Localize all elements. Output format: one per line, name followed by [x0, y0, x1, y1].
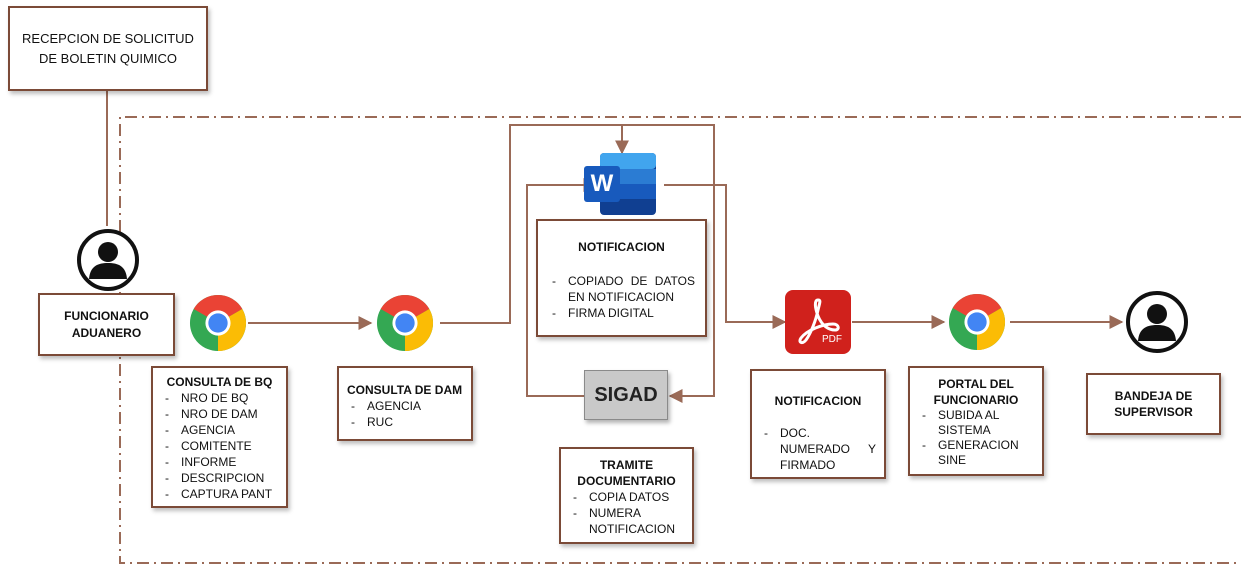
list-item: CAPTURA PANT: [161, 486, 278, 502]
list-item: COPIA DATOS: [569, 489, 684, 505]
notificacion-pdf-title: NOTIFICACION: [774, 394, 862, 408]
chrome-icon: [948, 293, 1006, 351]
arrow-dam-to-word: [440, 124, 629, 324]
list-item: DOC. NUMERADO Y FIRMADO: [760, 425, 876, 473]
user-icon: [77, 229, 139, 291]
notificacion-word-box: NOTIFICACION COPIADO DE DATOS EN NOTIFIC…: [536, 219, 707, 337]
request-line1: RECEPCION DE SOLICITUD: [22, 30, 194, 46]
bandeja-line1: BANDEJA DE: [1114, 389, 1193, 403]
list-item: DESCRIPCION: [161, 470, 278, 486]
tramite-title-line1: TRAMITE: [599, 458, 654, 472]
notificacion-word-title: NOTIFICACION: [578, 240, 665, 254]
word-icon: [584, 153, 656, 215]
notificacion-pdf-box: NOTIFICACION DOC. NUMERADO Y FIRMADO: [750, 369, 886, 479]
request-line2: DE BOLETIN QUIMICO: [39, 50, 177, 66]
list-item: AGENCIA: [161, 422, 278, 438]
sigad-box: SIGAD: [584, 370, 668, 420]
bandeja-box: BANDEJA DE SUPERVISOR: [1086, 373, 1221, 435]
request-box: RECEPCION DE SOLICITUD DE BOLETIN QUIMIC…: [8, 6, 208, 91]
consulta-dam-title: CONSULTA DE DAM: [347, 383, 463, 397]
word-letter: W: [590, 170, 614, 197]
arrow-word-to-pdf: [664, 184, 787, 329]
arrow-sigad-to-word: [526, 178, 598, 397]
list-item: SUBIDA AL SISTEMA: [918, 408, 1034, 438]
chrome-icon: [189, 294, 247, 352]
consulta-dam-box: CONSULTA DE DAM AGENCIA RUC: [337, 366, 473, 441]
list-item: NRO DE DAM: [161, 406, 278, 422]
pdf-label: PDF: [822, 334, 842, 345]
portal-title-line1: PORTAL DEL: [938, 377, 1014, 391]
bandeja-line2: SUPERVISOR: [1114, 405, 1193, 419]
officer-line2: ADUANERO: [71, 325, 142, 340]
list-item: GENERACION SINE: [918, 438, 1034, 468]
tramite-box: TRAMITE DOCUMENTARIO COPIA DATOS NUMERA …: [559, 447, 694, 544]
list-item: COPIADO DE DATOS EN NOTIFICACION: [548, 273, 695, 305]
list-item: INFORME: [161, 454, 278, 470]
user-icon: [1126, 291, 1188, 353]
tramite-title-line2: DOCUMENTARIO: [577, 474, 676, 488]
portal-title-line2: FUNCIONARIO: [933, 393, 1019, 407]
arrow-top-to-sigad: [622, 124, 715, 403]
list-item: NUMERA NOTIFICACION: [569, 505, 684, 537]
chrome-icon: [376, 294, 434, 352]
list-item: FIRMA DIGITAL: [548, 305, 695, 321]
list-item: AGENCIA: [347, 398, 463, 414]
consulta-bq-title: CONSULTA DE BQ: [166, 375, 273, 389]
officer-box: FUNCIONARIO ADUANERO: [38, 293, 175, 356]
list-item: NRO DE BQ: [161, 390, 278, 406]
list-item: COMITENTE: [161, 438, 278, 454]
consulta-bq-box: CONSULTA DE BQ NRO DE BQ NRO DE DAM AGEN…: [151, 366, 288, 508]
list-item: RUC: [347, 414, 463, 430]
pdf-icon: [785, 290, 851, 354]
officer-line1: FUNCIONARIO: [64, 308, 149, 323]
portal-box: PORTAL DEL FUNCIONARIO SUBIDA AL SISTEMA…: [908, 366, 1044, 476]
